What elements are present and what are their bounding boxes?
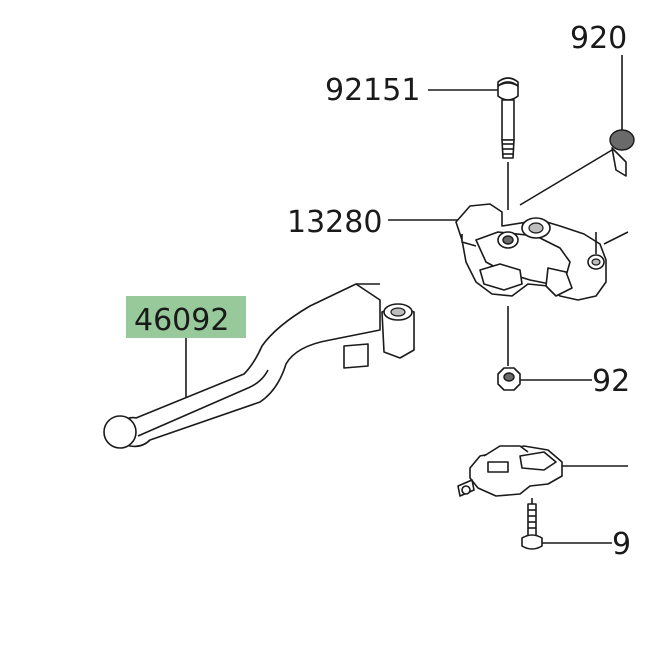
- label-screw: 9: [612, 527, 631, 562]
- label-bolt: 92151: [325, 73, 420, 108]
- label-top-right: 920: [570, 21, 627, 56]
- holder-part: [455, 203, 607, 301]
- cap-part-top-right: [609, 129, 635, 177]
- screw-part: [521, 503, 543, 550]
- bolt-part: [497, 77, 519, 159]
- label-lever: 46092: [134, 303, 229, 338]
- lever-part: [103, 283, 415, 449]
- highlight-box-lever: [126, 296, 246, 338]
- nut-part: [497, 367, 521, 391]
- leader-holder-right-2: [603, 231, 629, 245]
- leader-holder-connector: [519, 149, 613, 206]
- label-holder: 13280: [287, 205, 382, 240]
- switch-part: [457, 445, 563, 497]
- label-nut: 92: [592, 364, 630, 399]
